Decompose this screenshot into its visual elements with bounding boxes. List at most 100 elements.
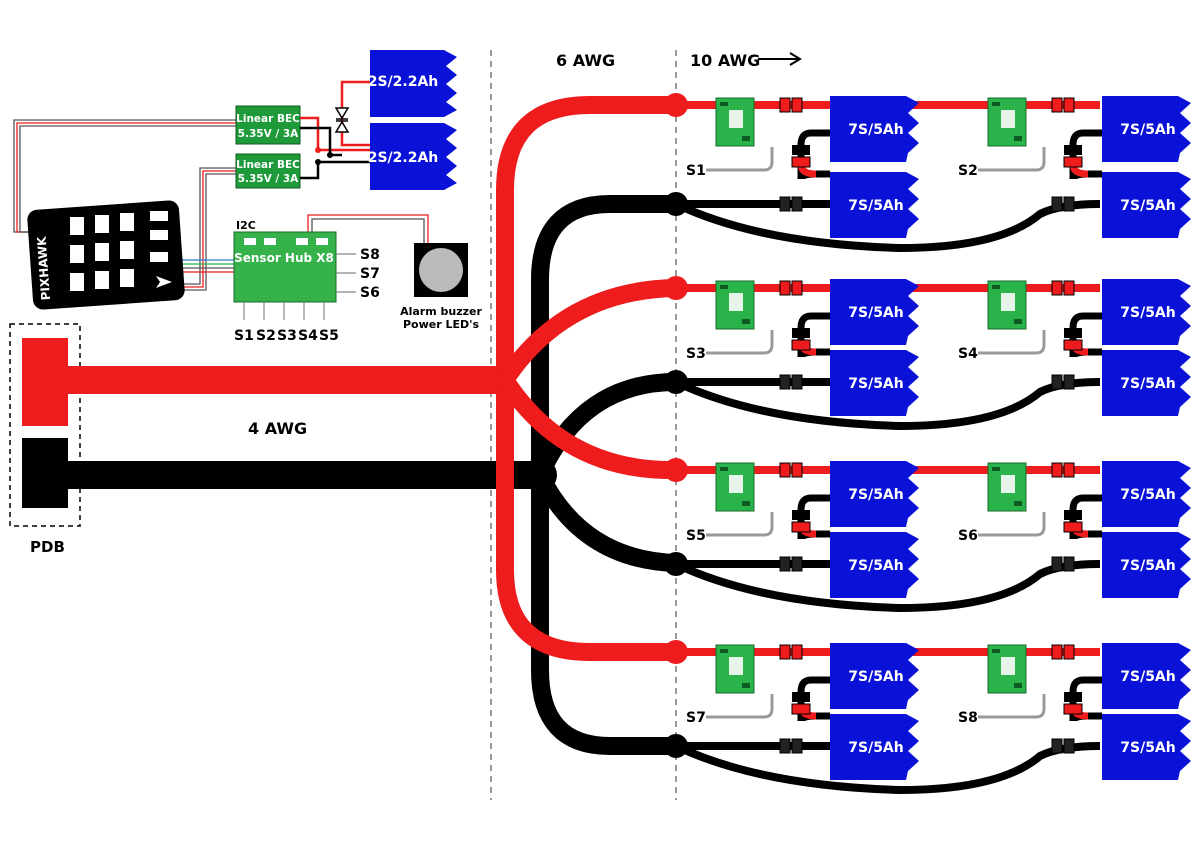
series-connector <box>791 692 811 715</box>
pack-battery-12: 7S/5Ah <box>1102 532 1191 598</box>
sensor-label-s5: S5 <box>686 528 706 544</box>
gauge-label-10awg: 10 AWG <box>690 51 760 70</box>
sensor-label-s8: S8 <box>958 710 978 726</box>
current-sensor-board <box>987 280 1027 330</box>
pack-battery-label: 7S/5Ah <box>848 122 903 138</box>
hub-label-s4: S4 <box>298 328 318 344</box>
pack-battery-4: 7S/5Ah <box>1102 172 1191 238</box>
current-sensor-board <box>715 97 755 147</box>
xt-connector <box>779 462 803 478</box>
sensor-label-s4: S4 <box>958 346 978 362</box>
hub-label-s1: S1 <box>234 328 254 344</box>
pack-battery-label: 7S/5Ah <box>1120 305 1175 321</box>
pack-battery-label: 7S/5Ah <box>848 558 903 574</box>
sense-wire <box>978 330 1046 355</box>
pack-battery-15: 7S/5Ah <box>1102 643 1191 709</box>
current-sensor-board <box>987 644 1027 694</box>
pack-battery-1: 7S/5Ah <box>830 96 919 162</box>
pack-battery-label: 7S/5Ah <box>1120 122 1175 138</box>
arrow-right-icon <box>758 52 802 66</box>
hub-label-s5: S5 <box>319 328 339 344</box>
main-negative-cable <box>60 461 546 489</box>
sense-wire <box>706 512 774 537</box>
positive-junction <box>664 458 688 482</box>
sensor-label-s7: S7 <box>686 710 706 726</box>
bec-battery-2: 2S/2.2Ah <box>368 123 457 190</box>
xt-connector <box>1051 462 1075 478</box>
bec-1-line2: 5.35V / 3A <box>238 128 299 140</box>
hub-label-s8: S8 <box>360 247 380 263</box>
negative-junction <box>523 458 557 492</box>
bec-1-line1: Linear BEC <box>236 113 300 125</box>
junction-dot <box>315 159 321 165</box>
hub-label-s2: S2 <box>256 328 276 344</box>
pack-battery-9: 7S/5Ah <box>830 461 919 527</box>
xt-connector <box>1051 644 1075 660</box>
i2c-label: I2C <box>236 219 256 232</box>
main-positive-cable <box>60 366 506 394</box>
pack-battery-label: 7S/5Ah <box>848 376 903 392</box>
series-connector <box>791 145 811 168</box>
hub-label-s7: S7 <box>360 266 380 282</box>
pack-battery-label: 7S/5Ah <box>1120 669 1175 685</box>
sense-wire <box>706 147 774 172</box>
sense-wire <box>978 147 1046 172</box>
pack-battery-6: 7S/5Ah <box>830 350 919 416</box>
positive-junction <box>664 276 688 300</box>
pdb-outline <box>9 323 81 527</box>
hub-label-s6: S6 <box>360 285 380 301</box>
xt-connector <box>1051 556 1075 572</box>
sensor-hub-label: Sensor Hub X8 <box>234 251 334 265</box>
pack-battery-label: 7S/5Ah <box>848 487 903 503</box>
pack-battery-7: 7S/5Ah <box>1102 279 1191 345</box>
alarm-buzzer: Alarm buzzer Power LED's <box>400 243 482 331</box>
positive-branch-cables <box>496 96 685 661</box>
pack-battery-3: 7S/5Ah <box>1102 96 1191 162</box>
positive-junction <box>664 640 688 664</box>
bec-battery-2-label: 2S/2.2Ah <box>368 150 439 166</box>
series-connector <box>791 510 811 533</box>
positive-junction <box>664 93 688 117</box>
negative-junction <box>664 552 688 576</box>
sense-wire <box>706 694 774 719</box>
negative-junction <box>664 192 688 216</box>
xt-connector <box>1051 374 1075 390</box>
buzzer-label-line1: Alarm buzzer <box>400 305 482 318</box>
sensor-hub: I2C Sensor Hub X8 S1 S2 S3 S4 S5 S8 S7 S… <box>233 214 429 344</box>
xt-connector <box>779 644 803 660</box>
pack-negative-wire <box>674 742 1101 795</box>
xt-connector <box>779 556 803 572</box>
junction-dot <box>327 152 333 158</box>
series-connector <box>1063 145 1083 168</box>
pack-battery-11: 7S/5Ah <box>1102 461 1191 527</box>
hub-side-wires <box>336 253 356 293</box>
pack-battery-label: 7S/5Ah <box>848 305 903 321</box>
gauge-label-6awg: 6 AWG <box>556 51 615 70</box>
pack-battery-label: 7S/5Ah <box>1120 487 1175 503</box>
pack-negative-wire <box>674 200 1101 253</box>
pack-battery-label: 7S/5Ah <box>1120 740 1175 756</box>
sensor-label-s6: S6 <box>958 528 978 544</box>
pack-battery-8: 7S/5Ah <box>1102 350 1191 416</box>
series-connector <box>1063 510 1083 533</box>
bec-battery-1: 2S/2.2Ah <box>368 50 457 117</box>
pdb-label: PDB <box>30 538 65 556</box>
bec-battery-1-label: 2S/2.2Ah <box>368 74 439 90</box>
battery-pack-modules: 7S/5Ah7S/5AhS17S/5Ah7S/5AhS27S/5Ah7S/5Ah… <box>674 96 1191 795</box>
series-connector <box>1063 692 1083 715</box>
sensor-label-s2: S2 <box>958 163 978 179</box>
xt-connector <box>779 280 803 296</box>
xt-connector <box>779 374 803 390</box>
xt-connector <box>779 196 803 212</box>
forward-arrow-icon <box>156 276 172 288</box>
diode-icon <box>334 107 350 133</box>
xt-connector <box>1051 97 1075 113</box>
pack-battery-13: 7S/5Ah <box>830 643 919 709</box>
series-connector <box>791 328 811 351</box>
bec-battery-wiring <box>300 80 372 180</box>
pack-battery-label: 7S/5Ah <box>1120 376 1175 392</box>
bec-2-line1: Linear BEC <box>236 159 300 171</box>
xt-connector <box>1051 738 1075 754</box>
pack-battery-5: 7S/5Ah <box>830 279 919 345</box>
